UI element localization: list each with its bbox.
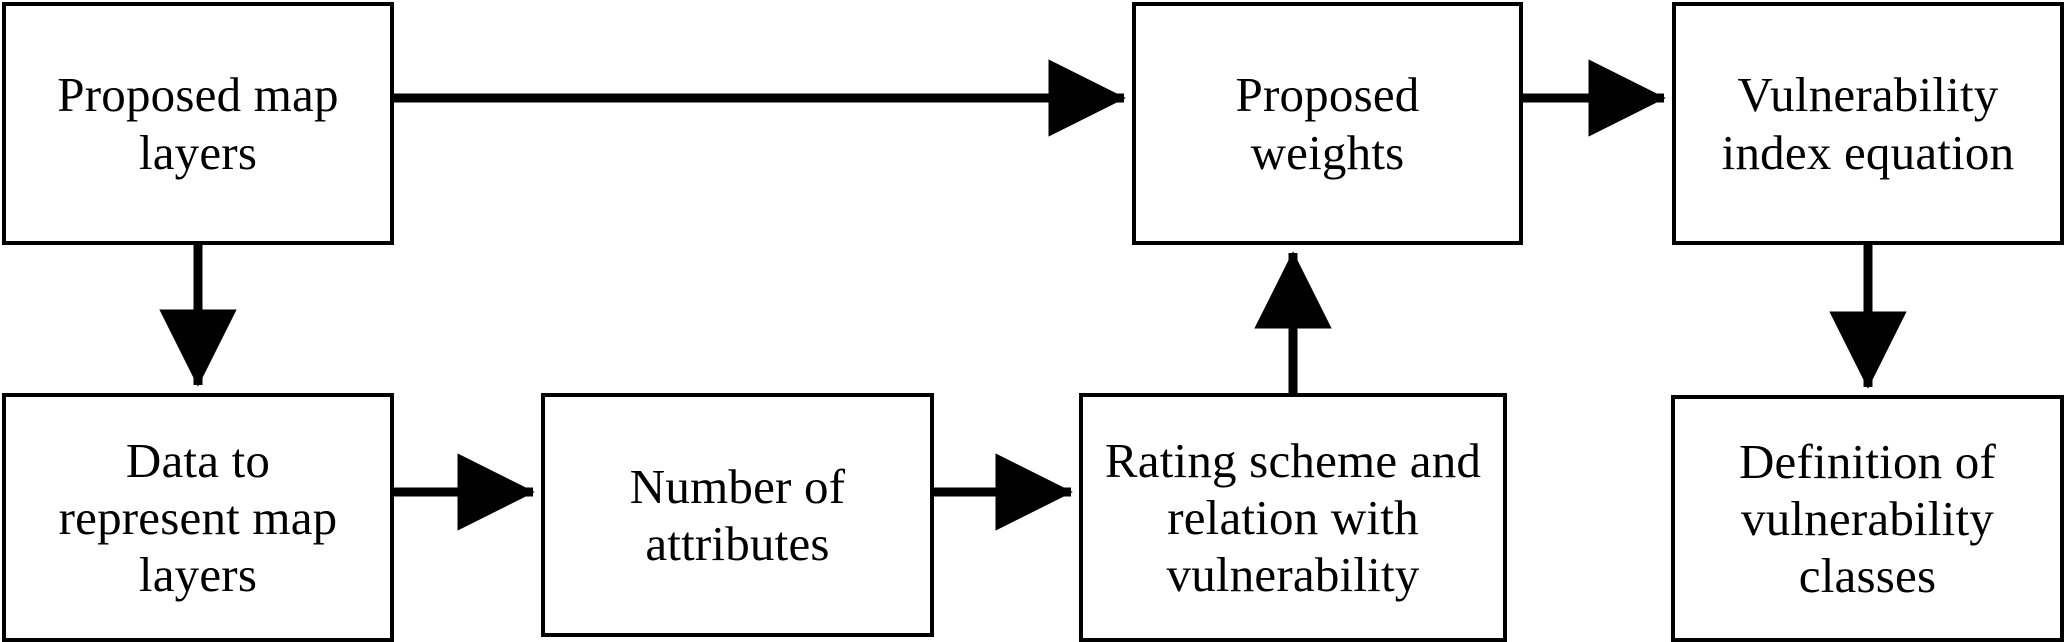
node-rating-scheme-and-relation-with-vulnerability[interactable]: Rating scheme andrelation withvulnerabil… <box>1079 393 1507 642</box>
node-label: Proposedweights <box>1235 67 1420 180</box>
node-data-to-represent-map-layers[interactable]: Data torepresent maplayers <box>2 393 394 642</box>
node-vulnerability-index-equation[interactable]: Vulnerabilityindex equation <box>1672 2 2064 245</box>
node-label: Data torepresent maplayers <box>58 432 338 603</box>
node-definition-of-vulnerability-classes[interactable]: Definition ofvulnerabilityclasses <box>1671 395 2064 642</box>
node-label: Definition ofvulnerabilityclasses <box>1738 433 1997 604</box>
node-label: Vulnerabilityindex equation <box>1721 67 2015 180</box>
node-label: Number ofattributes <box>629 458 846 571</box>
node-label: Proposed maplayers <box>57 67 339 180</box>
node-proposed-map-layers[interactable]: Proposed maplayers <box>2 2 394 245</box>
node-number-of-attributes[interactable]: Number ofattributes <box>541 393 934 637</box>
node-proposed-weights[interactable]: Proposedweights <box>1132 2 1523 245</box>
node-label: Rating scheme andrelation withvulnerabil… <box>1104 432 1482 603</box>
